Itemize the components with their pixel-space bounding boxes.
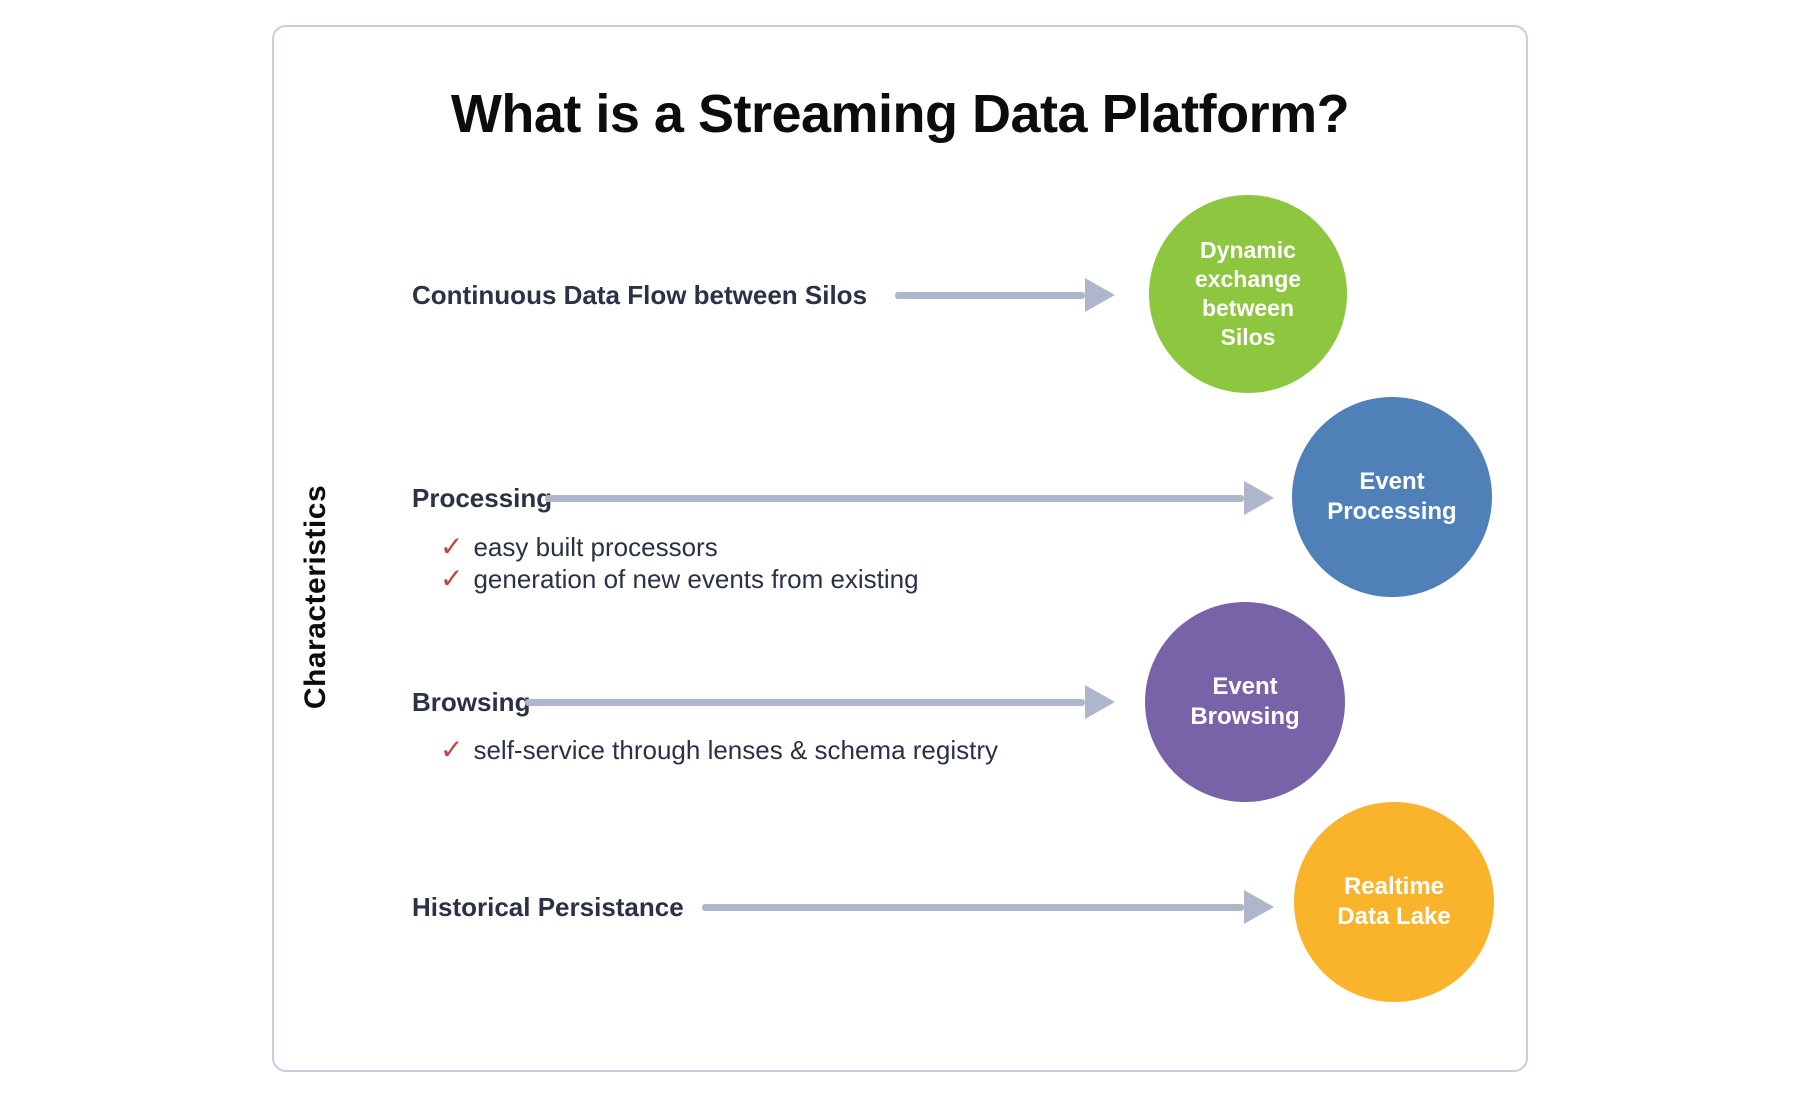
check-item-label: easy built processors bbox=[473, 532, 718, 562]
circle-label: Event Processing bbox=[1327, 468, 1457, 525]
arrow-head-icon bbox=[1244, 481, 1274, 515]
circle-label: Realtime Data Lake bbox=[1337, 873, 1451, 930]
check-item-label: generation of new events from existing bbox=[473, 564, 919, 594]
circle-dynamic-exchange-between-silos: Dynamic exchange between Silos bbox=[1149, 195, 1347, 393]
arrow-shaft bbox=[525, 698, 1085, 706]
check-item: ✓ generation of new events from existing bbox=[440, 563, 919, 595]
check-item: ✓ self-service through lenses & schema r… bbox=[440, 734, 998, 766]
characteristics-axis-label: Characteristics bbox=[299, 484, 332, 710]
page-title: What is a Streaming Data Platform? bbox=[450, 84, 1350, 144]
check-item-label: self-service through lenses & schema reg… bbox=[473, 735, 999, 765]
circle-event-processing: Event Processing bbox=[1292, 397, 1492, 597]
row-label-browsing: Browsing bbox=[412, 687, 531, 717]
circle-realtime-data-lake: Realtime Data Lake bbox=[1294, 802, 1494, 1002]
row-label-continuous-data-flow: Continuous Data Flow between Silos bbox=[412, 280, 868, 310]
check-icon: ✓ bbox=[440, 734, 464, 765]
check-icon: ✓ bbox=[440, 563, 464, 594]
row-label-processing: Processing bbox=[412, 483, 553, 513]
infographic-card: What is a Streaming Data Platform? Chara… bbox=[272, 25, 1528, 1072]
arrow-icon bbox=[702, 890, 1274, 924]
arrow-shaft bbox=[545, 494, 1244, 502]
arrow-shaft bbox=[895, 291, 1085, 299]
arrow-head-icon bbox=[1085, 685, 1115, 719]
check-item: ✓ easy built processors bbox=[440, 531, 718, 563]
circle-label: Dynamic exchange between Silos bbox=[1194, 237, 1302, 350]
arrow-icon bbox=[545, 481, 1274, 515]
row-label-historical-persistance: Historical Persistance bbox=[412, 892, 684, 922]
check-icon: ✓ bbox=[440, 531, 464, 562]
circle-label: Event Browsing bbox=[1190, 673, 1300, 730]
arrow-icon bbox=[895, 278, 1115, 312]
arrow-icon bbox=[525, 685, 1115, 719]
arrow-shaft bbox=[702, 903, 1244, 911]
circle-event-browsing: Event Browsing bbox=[1145, 602, 1345, 802]
arrow-head-icon bbox=[1244, 890, 1274, 924]
arrow-head-icon bbox=[1085, 278, 1115, 312]
